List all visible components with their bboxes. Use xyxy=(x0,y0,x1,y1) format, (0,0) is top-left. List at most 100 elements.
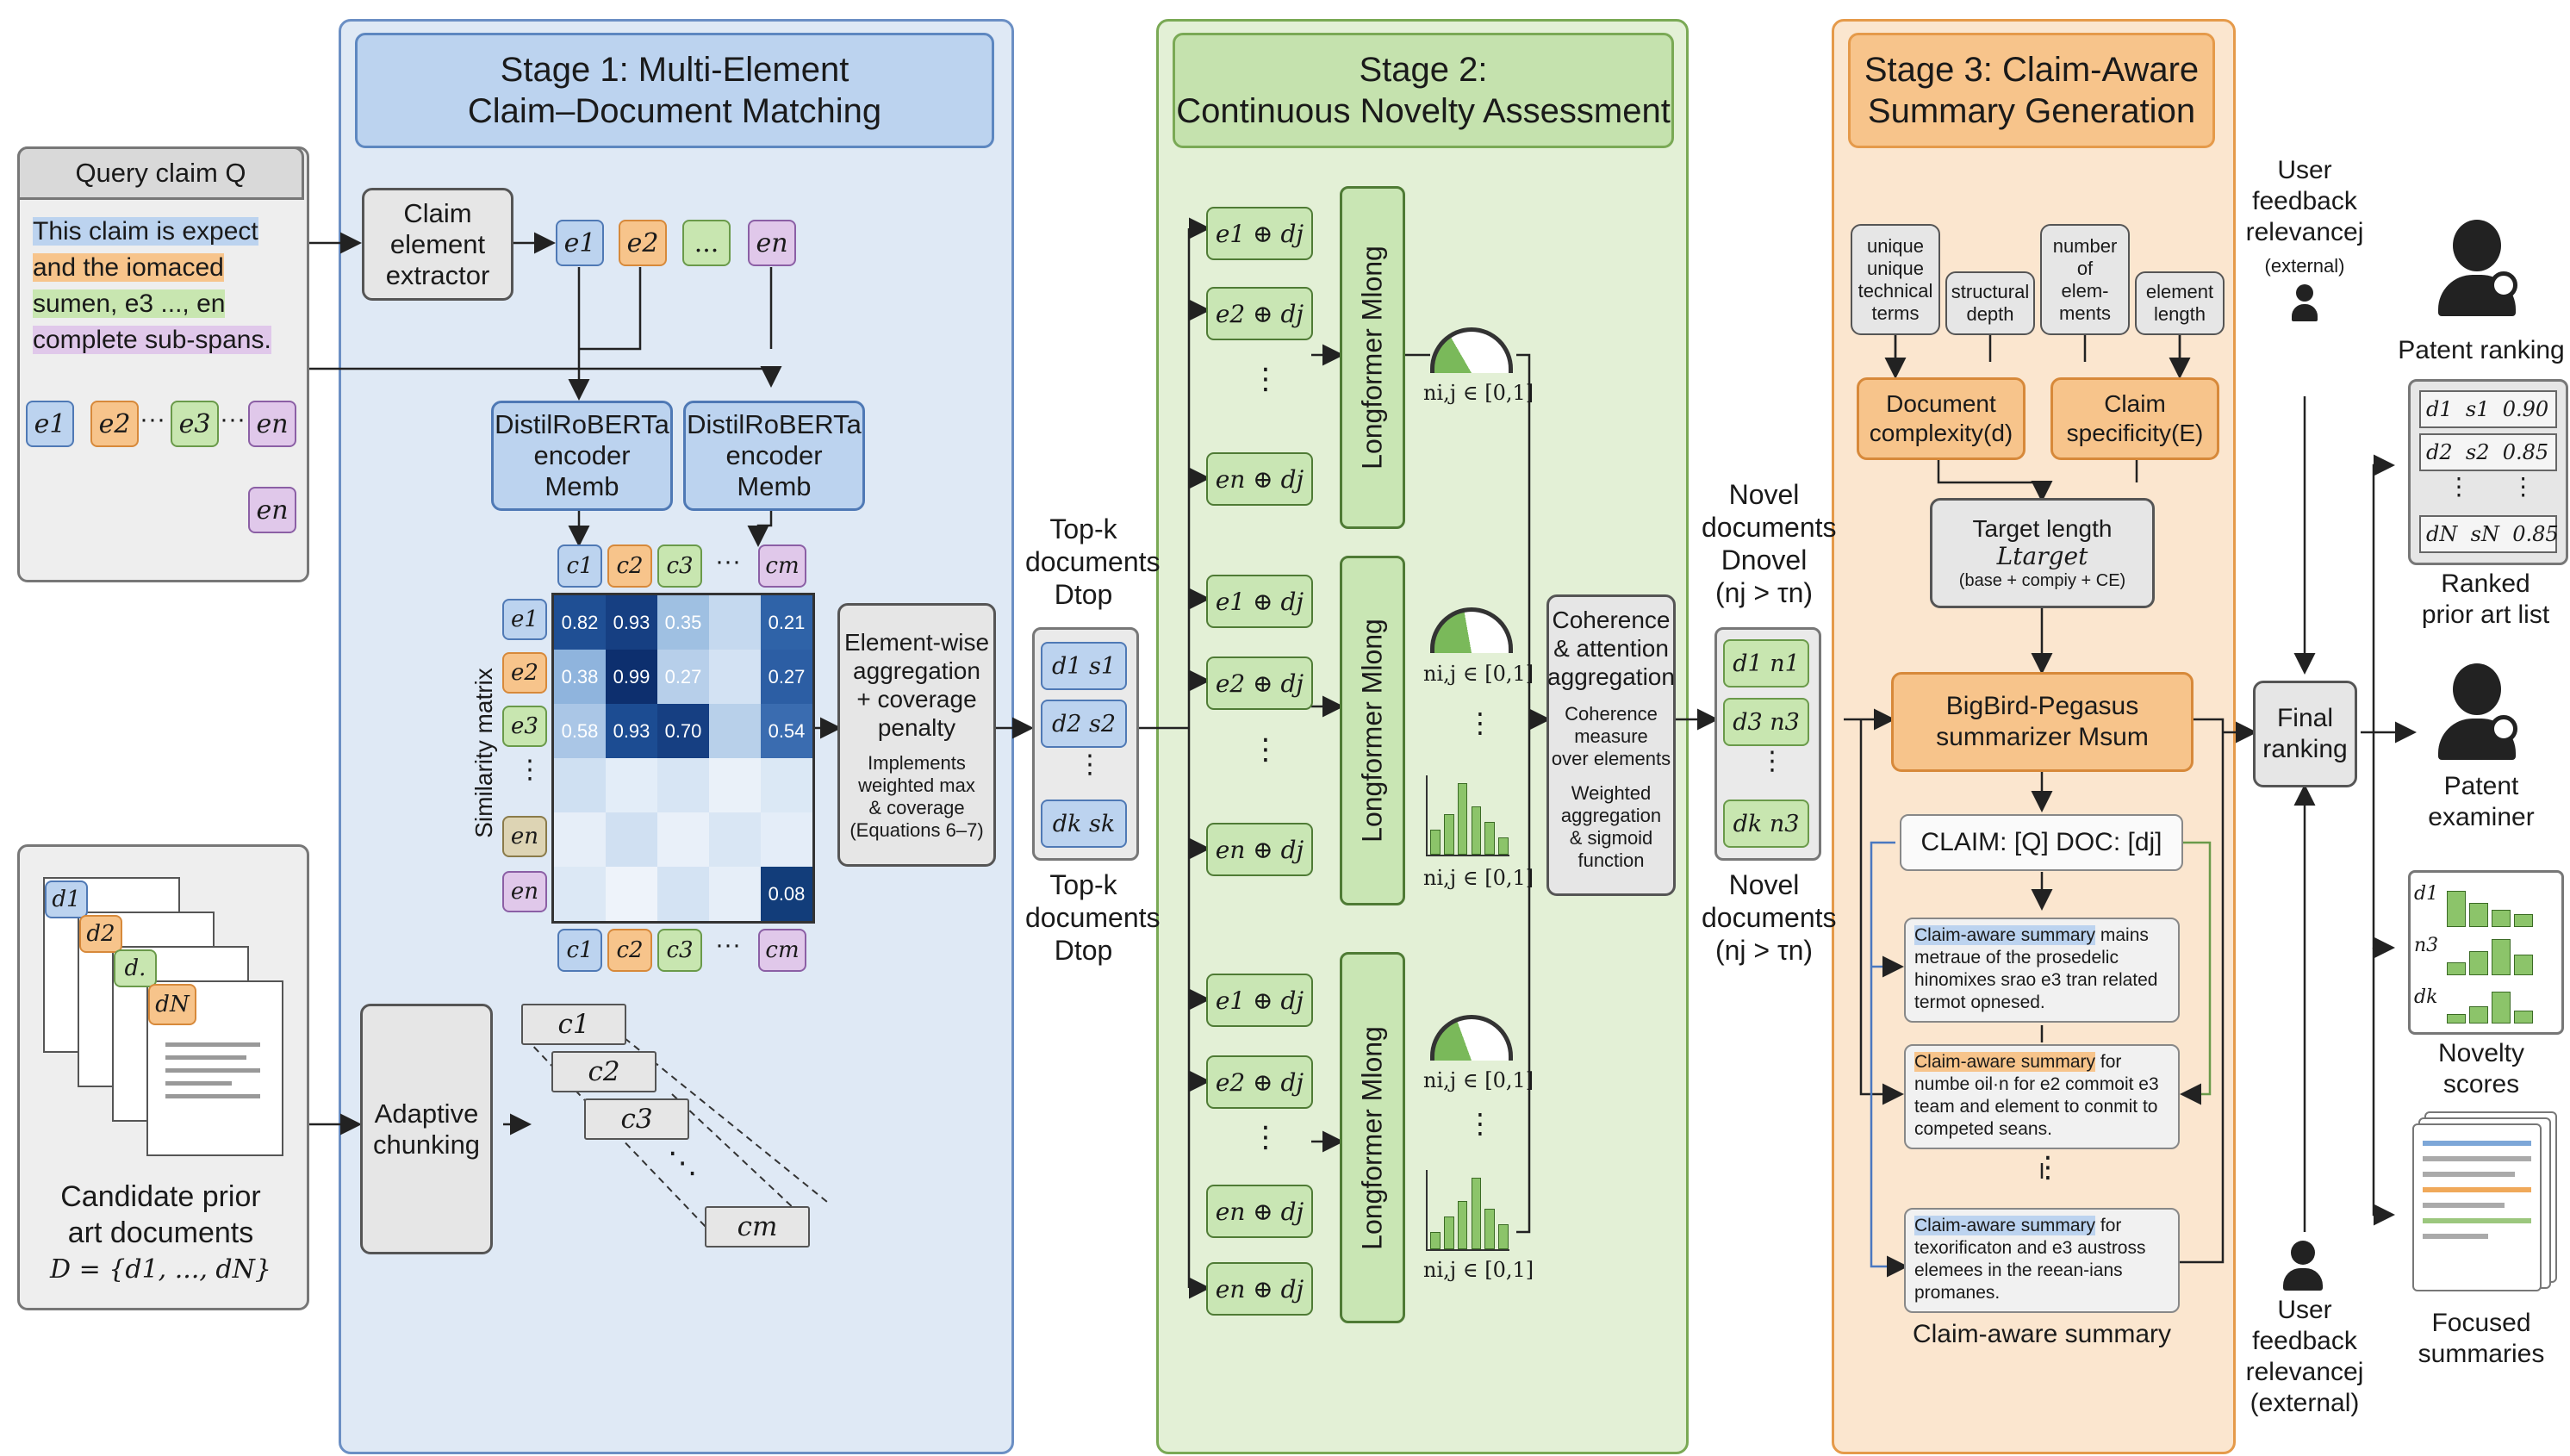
s2-g3-chip-n2: en ⊕ dj xyxy=(1206,1262,1313,1316)
matrix-cell xyxy=(606,812,657,867)
coherence-sub-2: Weighted aggregation & sigmoid function xyxy=(1560,782,1662,871)
query-element-e3: e3 xyxy=(171,401,219,447)
novel-row-2: d3 n3 xyxy=(1723,698,1809,746)
aggregation-title: Element-wise aggregation + coverage pena… xyxy=(843,629,990,741)
s2-g3-longformer-label: Longformer Mlong xyxy=(1356,1025,1388,1250)
summary-dots: ⋮ xyxy=(2033,1151,2063,1184)
col-chip-top-dots: ··· xyxy=(715,547,741,576)
element-aggregation-box: Element-wise aggregation + coverage pena… xyxy=(837,603,996,867)
topk-row-k: dk sk xyxy=(1041,800,1127,848)
s2-g1-longformer-label: Longformer Mlong xyxy=(1356,246,1388,470)
query-claim-header: Query claim Q xyxy=(17,146,304,200)
adaptive-chunking-box: Adaptive chunking xyxy=(360,1004,493,1254)
target-length-formula: (base + compiy + CE) xyxy=(1958,571,2126,590)
bigbird-pegasus-summarizer: BigBird-Pegasus summarizer Msum xyxy=(1891,672,2194,772)
query-element-e2: e2 xyxy=(90,401,139,447)
novelty-bar xyxy=(2447,1014,2466,1024)
s2-g3-chip-2: e2 ⊕ dj xyxy=(1206,1055,1313,1109)
topk-row-2: d2 s2 xyxy=(1041,700,1127,748)
query-line-3: sumen, e3 ..., en xyxy=(33,289,226,318)
stage1-title: Stage 1: Multi-Element Claim–Document Ma… xyxy=(355,33,994,148)
matrix-cell: 0.27 xyxy=(657,650,709,704)
feature-number-of-elements: number of elem- ments xyxy=(2040,224,2130,335)
histogram-bar xyxy=(1484,822,1496,855)
stage2-title: Stage 2: Continuous Novelty Assessment xyxy=(1173,33,1674,148)
novel-label-top: Novel documents Dnovel (nj > τn) xyxy=(1702,479,1837,608)
patent-examiner-label: Patent examiner xyxy=(2428,772,2535,831)
histogram-bar xyxy=(1443,814,1454,855)
histogram-bar xyxy=(1471,1178,1482,1249)
feedback-bottom-label: User feedback relevancej (external) xyxy=(2245,1296,2364,1417)
histogram-bar xyxy=(1498,837,1509,855)
chunk-c2: c2 xyxy=(551,1051,657,1092)
matrix-cell xyxy=(657,758,709,812)
s2-g3-longformer: Longformer Mlong xyxy=(1340,952,1405,1323)
matrix-cell: 0.21 xyxy=(761,595,812,650)
novelty-row-label-1: d1 xyxy=(2414,883,2439,905)
matrix-cell xyxy=(709,867,761,921)
novel-label-bottom: Novel documents (nj > τn) xyxy=(1702,869,1837,966)
summary-1-highlight: Claim-aware summary xyxy=(1914,925,2096,945)
novelty-bar xyxy=(2492,910,2511,927)
s2-g2-score-2: ni,j ∈ [0,1] xyxy=(1423,866,1534,890)
s2-g2-dots: ⋮ xyxy=(1251,733,1280,766)
s2-g1-chip-1: e1 ⊕ dj xyxy=(1206,207,1313,260)
matrix-cell: 0.08 xyxy=(761,867,812,921)
row-chip-e2: e2 xyxy=(502,652,547,694)
s2-g3-score: ni,j ∈ [0,1] xyxy=(1423,1068,1534,1092)
s2-g2-histogram xyxy=(1426,775,1509,856)
s2-g1-score: ni,j ∈ [0,1] xyxy=(1423,381,1534,405)
summary-box-3: Claim-aware summary for texorificaton an… xyxy=(1904,1208,2180,1313)
novel-row-1: d1 n1 xyxy=(1723,639,1809,688)
target-length-title: Target length xyxy=(1972,515,2113,542)
matrix-cell: 0.93 xyxy=(606,595,657,650)
histogram-bar xyxy=(1498,1224,1509,1249)
summary-box-2: Claim-aware summary for numbe oil·n for … xyxy=(1904,1044,2180,1149)
query-line-2: and the iomaced xyxy=(33,253,224,282)
query-claim-title: Query claim Q xyxy=(75,158,246,188)
novelty-row-label-3: dk xyxy=(2414,986,2438,1008)
matrix-cell xyxy=(554,867,606,921)
aggregation-subtitle: Implements weighted max & coverage (Equa… xyxy=(849,752,984,841)
query-element-dots-1: ··· xyxy=(140,405,165,433)
feature-structural-depth: structural depth xyxy=(1945,271,2035,335)
novelty-bar xyxy=(2447,891,2466,927)
chunk-dots: ⋱ xyxy=(668,1147,697,1179)
s2-g2-score: ni,j ∈ [0,1] xyxy=(1423,662,1534,686)
matrix-cell xyxy=(709,758,761,812)
s2-g3-score-2: ni,j ∈ [0,1] xyxy=(1423,1258,1534,1282)
s2-g2-chip-n: en ⊕ dj xyxy=(1206,823,1313,876)
novelty-bar xyxy=(2447,961,2466,975)
matrix-cell: 0.58 xyxy=(554,704,606,758)
histogram-bar xyxy=(1457,1201,1468,1249)
target-length-box: Target length Ltarget (base + compiy + C… xyxy=(1930,498,2155,608)
histogram-bar xyxy=(1471,806,1482,855)
s2-g3-dots: ⋮ xyxy=(1251,1121,1280,1154)
query-element-dots-2: ··· xyxy=(220,405,246,433)
patent-ranking-label: Patent ranking xyxy=(2398,336,2565,364)
query-line-1: This claim is expect xyxy=(33,217,258,246)
patent-ranking-person-icon xyxy=(2438,220,2517,323)
chunk-c1: c1 xyxy=(521,1004,626,1045)
feature-element-length: element length xyxy=(2135,271,2225,335)
chunk-cm: cm xyxy=(705,1206,810,1248)
coherence-sub-1: Coherence measure over elements xyxy=(1551,703,1671,769)
chunk-c3: c3 xyxy=(584,1098,689,1140)
summary-box-1: Claim-aware summary mains metraue of the… xyxy=(1904,918,2180,1023)
ranked-row-1: d1 s1 0.90 xyxy=(2419,390,2557,428)
matrix-cell: 0.70 xyxy=(657,704,709,758)
novel-row-k: dk n3 xyxy=(1723,800,1809,848)
row-chip-dots: ⋮ xyxy=(517,756,543,784)
topk-label-top: Top-k documents Dtop xyxy=(1025,513,1161,610)
matrix-cell xyxy=(554,758,606,812)
query-element-e1: e1 xyxy=(26,401,74,447)
matrix-cell xyxy=(709,595,761,650)
novelty-scores-label: Novelty scores xyxy=(2437,1039,2525,1098)
stage3-title: Stage 3: Claim-Aware Summary Generation xyxy=(1848,33,2215,148)
novelty-bar xyxy=(2469,902,2488,927)
element-chip-dots: ... xyxy=(682,220,731,266)
novelty-bar xyxy=(2514,1010,2533,1024)
coherence-title: Coherence & attention aggregation xyxy=(1547,607,1675,690)
novelty-row-label-2: n3 xyxy=(2414,935,2439,956)
col-chip-top-c1: c1 xyxy=(557,544,602,588)
